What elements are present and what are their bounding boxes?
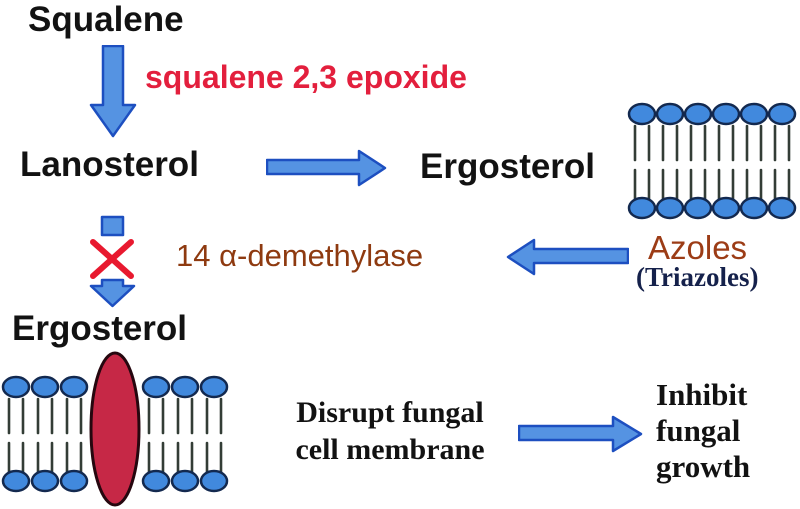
lanosterol-label: Lanosterol <box>20 145 199 184</box>
disrupt-membrane-label: Disrupt fungal cell membrane <box>285 394 495 468</box>
inhibit-line-2: fungal <box>656 413 741 448</box>
disrupt-line-2: cell membrane <box>295 433 485 466</box>
disrupted-membrane-icon <box>1 351 229 507</box>
inhibit-growth-label: Inhibit fungal growth <box>656 377 750 485</box>
x-mark-icon <box>90 239 134 279</box>
right-arrow-icon <box>266 149 387 187</box>
sterol-plug-icon <box>89 351 141 507</box>
squalene-label: Squalene <box>28 0 184 39</box>
ergosterol-top-label: Ergosterol <box>420 147 596 186</box>
blocked-down-arrow-icon <box>89 215 136 308</box>
arrow-dash-segment <box>100 215 125 237</box>
azoles-label: Azoles <box>648 229 748 266</box>
inhibit-line-3: growth <box>656 449 751 484</box>
inhibit-line-1: Inhibit <box>656 377 748 412</box>
right-arrow-bottom-icon <box>518 415 643 453</box>
disrupt-line-1: Disrupt fungal <box>296 396 484 429</box>
down-arrow-icon <box>89 45 137 138</box>
triazoles-label: (Triazoles) <box>636 262 759 292</box>
demethylase-label: 14 α-demethylase <box>176 238 424 273</box>
left-arrow-icon <box>506 238 629 276</box>
arrow-head <box>89 278 136 308</box>
squalene-epoxide-label: squalene 2,3 epoxide <box>145 59 467 95</box>
ergosterol-bottom-label: Ergosterol <box>12 309 188 348</box>
lipid-bilayer-icon <box>627 102 797 220</box>
